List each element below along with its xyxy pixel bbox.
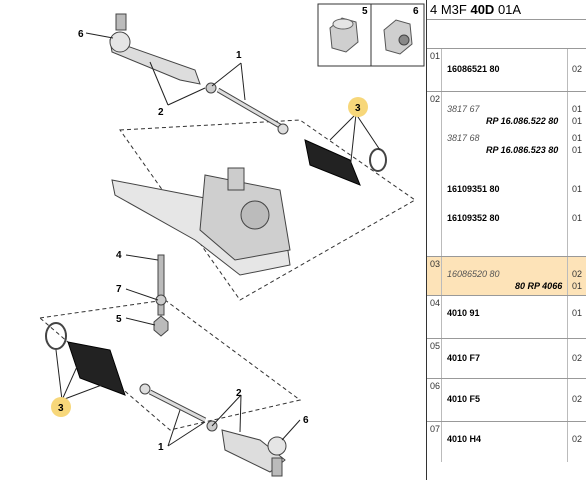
panel-divider — [426, 0, 427, 480]
part-qty: 01 — [572, 145, 583, 155]
callout-1-top: 1 — [236, 50, 242, 61]
part-qty: 01 — [572, 213, 583, 223]
callout-4: 4 — [116, 250, 122, 261]
part-qty: 02 — [572, 269, 583, 279]
callout-2-bottom: 2 — [236, 388, 242, 399]
part-row-05[interactable]: 05 4010 F7 02 — [427, 339, 586, 379]
inset-label-6: 6 — [413, 6, 419, 17]
part-qty: 01 — [572, 116, 583, 126]
callout-5: 5 — [116, 314, 122, 325]
part-qty: 01 — [572, 308, 583, 318]
bottom-assembly-outline — [38, 299, 302, 431]
row-index: 03 — [430, 259, 441, 269]
leader-lines — [55, 32, 381, 447]
part-number: 4010 91 — [447, 308, 480, 318]
callout-3-top: 3 — [355, 103, 361, 114]
part-number: 4010 F7 — [447, 353, 481, 363]
callout-6-top: 6 — [78, 29, 84, 40]
part-number: RP 16.086.522 80 — [486, 116, 559, 126]
row-index: 01 — [430, 51, 441, 61]
part-row-06[interactable]: 06 4010 F5 02 — [427, 379, 586, 422]
part-row-01[interactable]: 01 16086521 80 02 — [427, 49, 586, 92]
upper-boot — [304, 139, 387, 186]
part-qty: 02 — [572, 434, 583, 444]
part-qty: 02 — [572, 353, 583, 363]
callout-3-top-marker — [348, 97, 368, 117]
part-qty: 02 — [572, 394, 583, 404]
part-qty: 01 — [572, 104, 583, 114]
part-qty: 02 — [572, 64, 583, 74]
part-number: 16086520 80 — [447, 269, 500, 279]
part-number: 4010 F5 — [447, 394, 481, 404]
row-index: 02 — [430, 94, 441, 104]
header-suffix: 01A — [494, 2, 522, 17]
row-index: 07 — [430, 424, 441, 434]
part-number: 16109352 80 — [447, 213, 500, 223]
parts-list-panel: 4 M3F 40D 01A 01 16086521 80 02 02 3817 … — [427, 0, 586, 480]
callout-6-bottom: 6 — [303, 415, 309, 426]
row-index: 06 — [430, 381, 441, 391]
part-number: 16109351 80 — [447, 184, 500, 194]
part-number: 16086521 80 — [447, 64, 500, 74]
part-number: 80 RP 4066 — [515, 281, 563, 291]
inset-label-5: 5 — [362, 6, 368, 17]
mounting-bolt — [153, 254, 169, 337]
part-row-07[interactable]: 07 4010 H4 02 — [427, 422, 586, 462]
row-index: 05 — [430, 341, 441, 351]
part-row-03-selected[interactable]: 03 16086520 80 02 80 RP 4066 01 — [427, 257, 586, 296]
inset-nut-images: 5 6 — [317, 3, 425, 67]
callout-1-bottom: 1 — [158, 442, 164, 453]
parts-header: 4 M3F 40D 01A — [427, 0, 586, 20]
row-index: 04 — [430, 298, 441, 308]
callout-3-bottom: 3 — [58, 403, 64, 414]
part-qty: 01 — [572, 133, 583, 143]
callout-3-bottom-marker — [51, 397, 71, 417]
part-number: 3817 68 — [447, 133, 480, 143]
upper-tie-rod-end — [109, 13, 289, 135]
exploded-parts-diagram: 5 6 — [38, 3, 425, 477]
header-code: 40D — [470, 2, 495, 17]
header-prefix: 4 M3F — [430, 2, 471, 17]
lower-tie-rod-end — [139, 383, 287, 477]
header-spacer — [427, 20, 586, 49]
part-qty: 01 — [572, 281, 583, 291]
part-row-04[interactable]: 04 4010 91 01 — [427, 296, 586, 339]
callout-2-top: 2 — [158, 107, 164, 118]
part-row-02[interactable]: 02 3817 67 01 RP 16.086.522 80 01 3817 6… — [427, 92, 586, 257]
part-number: RP 16.086.523 80 — [486, 145, 559, 155]
callout-7: 7 — [116, 284, 122, 295]
part-number: 4010 H4 — [447, 434, 482, 444]
part-number: 3817 67 — [447, 104, 480, 114]
steering-rack — [111, 167, 291, 276]
part-qty: 01 — [572, 184, 583, 194]
